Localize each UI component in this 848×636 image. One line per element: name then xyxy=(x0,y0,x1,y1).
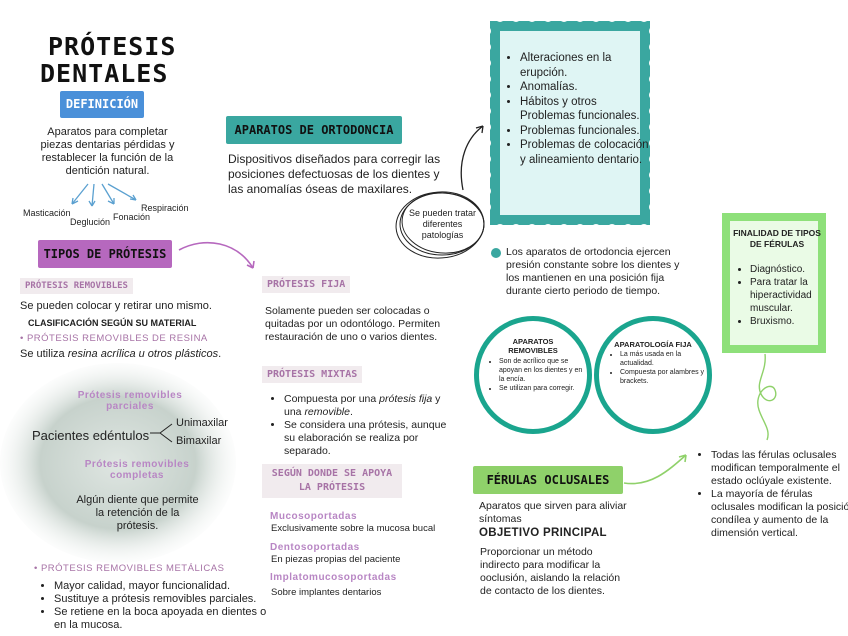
function-respiracion: Respiración xyxy=(141,203,189,213)
list-item: Se considera una prótesis, aunque su ela… xyxy=(284,419,459,458)
mixtas-label: PRÓTESIS MIXTAS xyxy=(262,366,363,383)
definicion-arrows xyxy=(71,183,137,207)
list-item: Mayor calidad, mayor funcionalidad. xyxy=(54,580,279,593)
metalicas-list: Mayor calidad, mayor funcionalidad. Sust… xyxy=(40,580,279,632)
scribble-arrow xyxy=(460,125,484,191)
mucosoportadas-text: Exclusivamente sobre la mucosa bucal xyxy=(271,523,436,534)
list-item: Diagnóstico. xyxy=(750,263,836,276)
completas-label: Prótesis removibles completas xyxy=(84,459,190,481)
teal-dot-icon xyxy=(491,248,501,258)
list-item: Sustituye a prótesis removibles parciale… xyxy=(54,593,279,606)
page-title: PRÓTESIS DENTALES xyxy=(40,32,177,88)
aparatos-removibles-list: Son de acrílico que se apoyan en los die… xyxy=(491,357,585,393)
ortodoncia-text: Dispositivos diseñados para corregir las… xyxy=(228,152,441,196)
mixtas-list: Compuesta por una prótesis fija y una re… xyxy=(270,393,459,458)
parciales-label: Prótesis removibles parciales xyxy=(77,390,183,412)
aparatos-removibles-title: APARATOS REMOVIBLES xyxy=(508,337,558,355)
aparatos-removibles-circle xyxy=(474,316,592,434)
list-item: Son de acrílico que se apoyan en los die… xyxy=(499,357,585,384)
aparatologia-fija-circle xyxy=(594,316,712,434)
watercolor-blob xyxy=(0,363,236,563)
ortodoncia-note: Los aparatos de ortodoncia ejercen presi… xyxy=(506,246,680,297)
aparatologia-fija-title: APARATOLOGÍA FIJA xyxy=(614,340,692,349)
implatomucosoportadas-text: Sobre implantes dentarios xyxy=(271,587,382,598)
list-item: Compuesta por alambres y brackets. xyxy=(620,368,708,386)
resina-label: • PRÓTESIS REMOVIBLES DE RESINA xyxy=(20,333,208,344)
swirl-decoration xyxy=(757,353,777,441)
stamp-list: Alteraciones en la erupción. Anomalías. … xyxy=(506,51,650,167)
function-masticacion: Masticación xyxy=(23,208,71,218)
tipos-badge: TIPOS DE PRÓTESIS xyxy=(38,240,172,268)
teal-stamp xyxy=(486,17,654,229)
ferulas-badge: FÉRULAS OCLUSALES xyxy=(473,466,623,494)
list-item: Bruxismo. xyxy=(750,315,836,328)
fija-label: PRÓTESIS FIJA xyxy=(262,276,351,293)
apoyo-label: SEGÚN DONDE SE APOYA LA PRÓTESIS xyxy=(262,464,402,498)
list-item: Se retiene en la boca apoyada en dientes… xyxy=(54,606,279,632)
completas-text: Algún diente que permite la retención de… xyxy=(76,494,199,532)
list-item: Hábitos y otros Problemas funcionales. xyxy=(520,95,650,124)
list-item: Anomalías. xyxy=(520,80,650,95)
resina-text: Se utiliza resina acrílica u otros plást… xyxy=(20,348,222,360)
definicion-badge: DEFINICIÓN xyxy=(60,91,144,118)
definicion-text: Aparatos para completar piezas dentarias… xyxy=(40,126,175,177)
unimaxilar-label: Unimaxilar xyxy=(176,417,228,429)
list-item: Problemas funcionales. xyxy=(520,124,650,139)
bullet-icon: • xyxy=(34,563,38,574)
list-item: Todas las férulas oclusales modifican te… xyxy=(711,449,848,488)
bullet-icon: • xyxy=(20,333,24,344)
list-item: Compuesta por una prótesis fija y una re… xyxy=(284,393,459,419)
objetivo-text: Proporcionar un método indirecto para mo… xyxy=(480,546,621,597)
finalidad-list: Diagnóstico. Para tratar la hiperactivid… xyxy=(736,263,836,328)
tipos-arrow xyxy=(178,242,255,269)
ferulas-text: Aparatos que sirven para aliviar síntoma… xyxy=(479,500,627,525)
finalidad-title: FINALIDAD DE TIPOS DE FÉRULAS xyxy=(733,228,821,249)
function-fonacion: Fonación xyxy=(113,212,151,222)
objetivo-label: OBJETIVO PRINCIPAL xyxy=(479,527,607,539)
aparatologia-fija-list: La más usada en la actualidad. Compuesta… xyxy=(612,350,708,386)
metalicas-label: • PRÓTESIS REMOVIBLES METÁLICAS xyxy=(34,563,225,574)
list-item: La mayoría de férulas oclusales modifica… xyxy=(711,488,848,540)
scribble-text: Se pueden tratar diferentes patologías xyxy=(408,208,477,240)
list-item: Alteraciones en la erupción. xyxy=(520,51,650,80)
dentosoportadas-text: En piezas propias del paciente xyxy=(271,554,401,565)
list-item: Problemas de colocación y alineamiento d… xyxy=(520,138,650,167)
implatomucosoportadas-label: Implatomucosoportadas xyxy=(270,572,397,583)
clasificacion-label: CLASIFICACIÓN SEGÚN SU MATERIAL xyxy=(28,318,197,328)
ferulas-notes: Todas las férulas oclusales modifican te… xyxy=(697,449,848,540)
bimaxilar-label: Bimaxilar xyxy=(176,435,222,447)
list-item: Se utilizan para corregir. xyxy=(499,384,585,393)
scribble-circle xyxy=(395,191,485,259)
ferulas-arrow xyxy=(623,454,687,485)
green-stamp xyxy=(718,209,830,357)
mucosoportadas-label: Mucosoportadas xyxy=(270,511,358,522)
list-item: Para tratar la hiperactividad muscular. xyxy=(750,276,836,315)
list-item: La más usada en la actualidad. xyxy=(620,350,708,368)
ortodoncia-badge: APARATOS DE ORTODONCIA xyxy=(226,116,402,144)
edentulos-label: Pacientes edéntulos xyxy=(32,428,150,443)
removibles-label: PRÓTESIS REMOVIBLES xyxy=(20,278,133,294)
removibles-text: Se pueden colocar y retirar uno mismo. xyxy=(20,300,212,312)
dentosoportadas-label: Dentosoportadas xyxy=(270,542,360,553)
edentulos-branch xyxy=(150,423,173,443)
fija-text: Solamente pueden ser colocadas o quitada… xyxy=(265,305,441,343)
function-deglucion: Deglución xyxy=(70,217,111,227)
